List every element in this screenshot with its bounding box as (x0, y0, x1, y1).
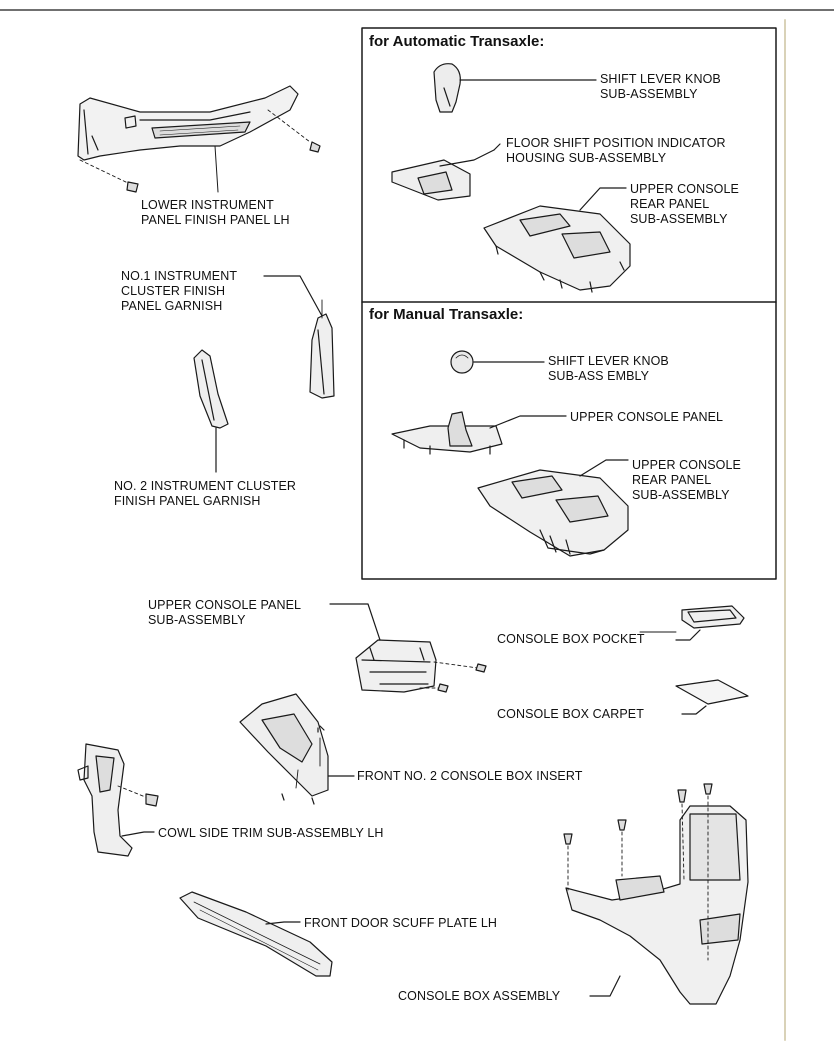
upper-console-panel-sub-label: UPPER CONSOLE PANEL SUB-ASSEMBLY (148, 598, 302, 627)
front-no2-console-insert-label: FRONT NO. 2 CONSOLE BOX INSERT (357, 769, 583, 783)
upper-console-panel-label: UPPER CONSOLE PANEL (570, 410, 724, 424)
transaxle-variants-box (361, 27, 777, 580)
auto-shift-knob-label: SHIFT LEVER KNOB SUB-ASSEMBLY (600, 72, 721, 101)
front-no2-console-insert-drawing (239, 693, 355, 805)
console-box-carpet-drawing (675, 679, 749, 715)
manual-shift-knob-label: SHIFT LEVER KNOB SUB-ASS EMBLY (548, 354, 669, 383)
manual-upper-console-panel-drawing (391, 411, 567, 455)
console-box-pocket-drawing (675, 605, 745, 641)
floor-shift-indicator-drawing (391, 143, 501, 201)
no2-cluster-garnish-label: NO. 2 INSTRUMENT CLUSTER FINISH PANEL GA… (114, 479, 297, 508)
lower-instrument-panel-label: LOWER INSTRUMENT PANEL FINISH PANEL LH (141, 198, 290, 227)
floor-shift-indicator-label: FLOOR SHIFT POSITION INDICATOR HOUSING S… (506, 136, 726, 165)
automatic-transaxle-heading: for Automatic Transaxle: (369, 33, 545, 50)
console-box-carpet-label: CONSOLE BOX CARPET (497, 707, 644, 721)
manual-upper-console-rear-label: UPPER CONSOLE REAR PANEL SUB-ASSEMBLY (632, 458, 741, 502)
front-door-scuff-plate-drawing (179, 891, 333, 977)
no2-cluster-garnish-drawing (193, 349, 229, 473)
console-box-pocket-label: CONSOLE BOX POCKET (497, 632, 645, 646)
manual-upper-console-rear-drawing (477, 459, 629, 557)
no1-cluster-garnish-label: NO.1 INSTRUMENT CLUSTER FINISH PANEL GAR… (121, 269, 238, 313)
cowl-side-trim-drawing (77, 743, 159, 857)
manual-transaxle-heading: for Manual Transaxle: (369, 306, 524, 323)
console-box-assembly-label: CONSOLE BOX ASSEMBLY (398, 989, 561, 1003)
no1-cluster-garnish-drawing (263, 275, 335, 399)
lower-instrument-panel-drawing (77, 85, 321, 193)
upper-console-panel-sub-drawing (329, 603, 487, 693)
console-box-assembly-drawing (563, 783, 749, 1005)
front-door-scuff-label: FRONT DOOR SCUFF PLATE LH (304, 916, 498, 930)
auto-upper-console-rear-label: UPPER CONSOLE REAR PANEL SUB-ASSEMBLY (630, 182, 739, 226)
auto-upper-console-rear-drawing (483, 187, 631, 293)
manual-shift-knob-drawing (450, 350, 545, 374)
auto-shift-knob-drawing (433, 63, 597, 113)
cowl-side-trim-label: COWL SIDE TRIM SUB-ASSEMBLY LH (158, 826, 384, 840)
